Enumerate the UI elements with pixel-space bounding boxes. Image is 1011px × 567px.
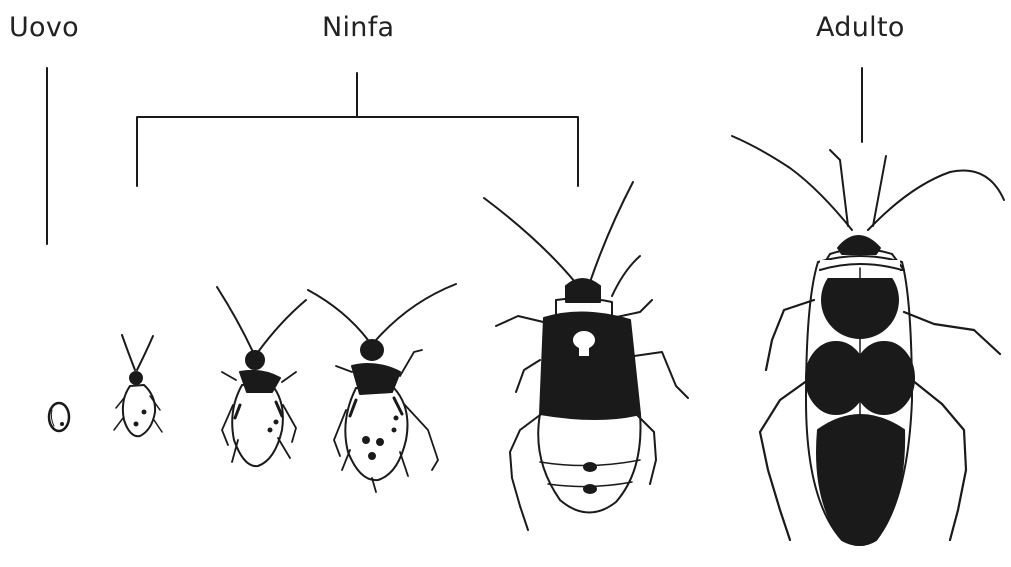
nymph-stage-4-illustration bbox=[484, 182, 688, 530]
egg-illustration bbox=[49, 403, 69, 431]
nymph-bracket bbox=[137, 117, 578, 186]
connectors bbox=[47, 68, 862, 244]
adult-illustration bbox=[732, 136, 1004, 545]
nymph-stage-3-illustration bbox=[308, 284, 456, 492]
nymph-stage-1-illustration bbox=[114, 335, 162, 436]
nymph-stage-2-illustration bbox=[217, 287, 306, 466]
